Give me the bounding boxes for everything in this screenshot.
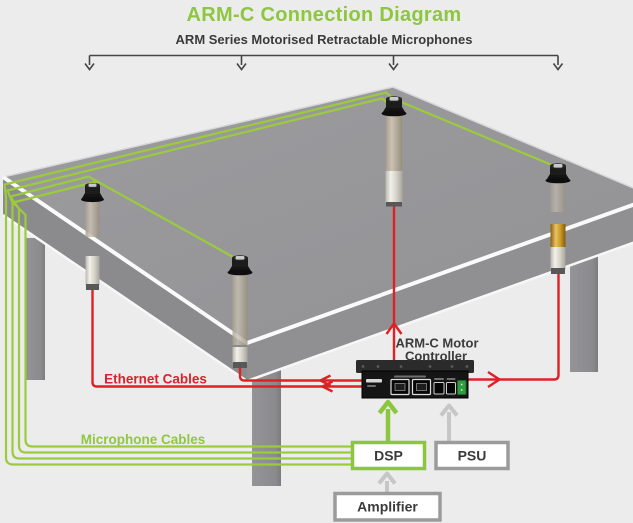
mic-cap-rim [381,110,407,117]
page-title: ARM-C Connection Diagram [187,4,462,26]
table-edge-front-right [247,204,633,381]
microphone-back [381,96,407,207]
down-arrow-icon [552,63,564,71]
mic-cap-slot [235,256,245,260]
arrow-right-icon [487,370,501,389]
terminal-pin [460,383,463,386]
psu-to-controller-arrow [439,403,459,443]
mic-cable-left-mic [11,180,353,448]
microphone-front [227,255,253,368]
table-leg-left [25,238,45,380]
controller-brand-mark [366,379,382,383]
controller-label-marks [446,378,456,380]
mic-cap-rim [545,177,571,184]
mic-gold-shaft [550,224,566,248]
mic-lower-shaft [385,171,403,203]
arrow-up-icon [377,471,397,485]
ethernet-cable-front-mic [238,366,362,382]
ethernet-cable-left-mic [91,289,362,388]
motor-controller-device [356,360,474,399]
controller-label-line1: ARM-C Motor [395,336,478,351]
microphone-cables-label: Microphone Cables [81,432,206,447]
down-arrow-icon [236,63,247,71]
down-arrow-icon [84,63,95,71]
power-terminal [457,380,467,395]
dsp-box-frame [350,440,427,471]
amplifier-label: Amplifier [357,499,418,515]
mic-cable-right-mic [3,91,554,466]
arrow-up-icon [385,322,403,335]
arrow-up-icon [439,403,459,417]
terminal-pin [460,389,463,391]
mic-lower-shaft [550,247,566,269]
mic-cap-slot [88,183,97,187]
psu-box-frame [434,440,510,471]
ethernet-cables [91,206,560,393]
controller-label-marks [367,385,376,387]
mic-lower-shaft [232,347,248,363]
mic-shaft [232,272,248,345]
arrow-up-icon [377,399,399,415]
microphone-right [545,163,571,274]
table-back-edge [2,86,633,189]
psu-box: PSU [434,440,510,471]
arrow-left-icon [321,380,334,393]
controller-label-line2: Controller [405,349,467,364]
ethernet-port-2-pins [416,383,427,391]
mic-shaft [85,199,100,237]
ethernet-port-1-pins [394,383,406,391]
down-arrow-icon [388,63,399,71]
dsp-to-controller-arrow [377,399,399,443]
mic-shaft-base [386,202,402,207]
flange-screw-holes [361,365,469,368]
amplifier-box: Amplifier [333,491,442,522]
table [1,86,633,486]
mic-lower-shaft [85,256,100,285]
mic-cap-slot [389,97,399,101]
arm-input-port [446,382,456,395]
ethernet-cable-right-mic [466,273,560,381]
microphone-left [81,182,104,290]
amplifier-box-frame [333,491,442,522]
controller-mounting-flange [356,360,474,373]
mic-cap-slot [553,164,563,168]
amplifier-to-dsp-arrow [377,471,397,494]
controller-label-marks [434,378,444,380]
dsp-box: DSP [350,440,427,471]
mic-cap-rim [81,196,104,203]
dsp-label: DSP [374,448,403,464]
table-top [3,87,633,343]
mic-shaft-base [86,284,99,290]
mic-shaft [550,180,566,212]
mic-pointer-bracket [84,54,564,71]
mic-series-subtitle: ARM Series Motorised Retractable Microph… [176,32,473,47]
bracket-stubs [88,55,559,65]
mic-shaft-base [551,268,565,274]
lan-port [433,382,445,395]
ethernet-cables-label: Ethernet Cables [104,372,207,387]
mic-shaft [386,113,402,171]
mic-cap-rim [227,269,253,276]
psu-label: PSU [458,448,487,464]
controller-label-marks [394,375,426,378]
microphone-cables [3,91,554,466]
mic-shaft-base [233,362,247,368]
table-edge-front-left [3,177,247,381]
